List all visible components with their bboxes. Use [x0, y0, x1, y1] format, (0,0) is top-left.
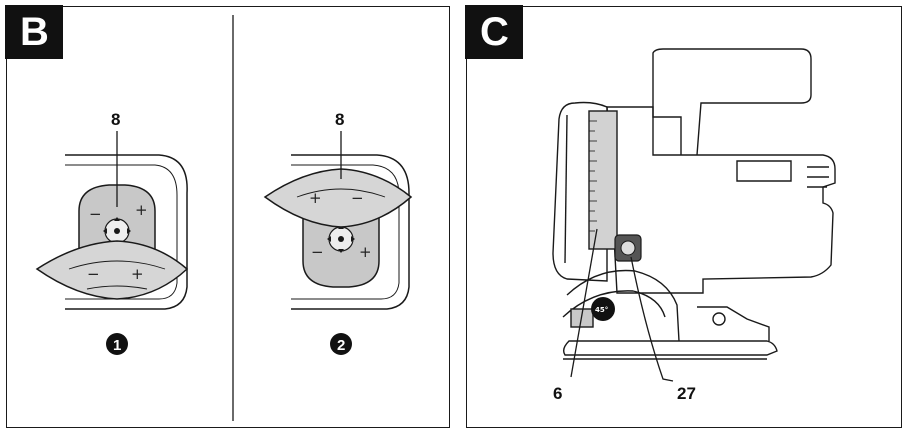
panel-b-illustration: − + − + 8 1 − +: [35, 15, 413, 421]
bevel-angle-text: 45°: [595, 306, 608, 314]
plus-mark-2: +: [359, 243, 372, 261]
step-1-label: 1: [113, 337, 121, 354]
leader-27: [630, 256, 674, 382]
minus-mark-2b: −: [351, 189, 364, 207]
step-2-badge: [330, 333, 352, 355]
lever-variant-1: − + − + 8 1: [35, 110, 189, 355]
panel-c: C: [465, 5, 902, 428]
housing-plate-2-inner: [291, 164, 400, 300]
lever-wing-2: [263, 168, 413, 228]
depth-scale: [588, 110, 618, 250]
handle-grip-front: [652, 69, 682, 155]
callout-27: 27: [677, 384, 696, 403]
blade-guard: [552, 101, 608, 282]
step-2-label: 2: [337, 337, 345, 354]
depth-lock-lever: [614, 234, 642, 262]
minus-mark-1: −: [89, 205, 102, 223]
bevel-angle-badge: 45°: [591, 297, 615, 321]
step-1-badge: [106, 333, 128, 355]
housing-plate-1-inner: [65, 164, 178, 300]
rear-foot: [697, 306, 770, 341]
callout-8-left: 8: [111, 110, 120, 129]
housing-plate-2: [291, 154, 410, 310]
lever-wing-1: [35, 240, 189, 300]
minus-mark-1b: −: [87, 265, 100, 283]
housing-vent: [736, 160, 792, 182]
motor-housing: [606, 106, 836, 294]
leader-6: [570, 228, 598, 378]
panel-b-tag: B: [5, 5, 64, 60]
lever-variant-2: − + + − 8 2: [263, 110, 413, 355]
plus-mark-2b: +: [309, 189, 322, 207]
panel-b: B − + − + 8: [5, 5, 450, 428]
saw-handle: [652, 48, 812, 156]
circular-saw-side-view: 45° 6 27: [552, 48, 836, 403]
callout-8-right: 8: [335, 110, 344, 129]
plus-mark-1b: +: [131, 265, 144, 283]
panel-c-tag: C: [465, 5, 524, 60]
callout-6: 6: [553, 384, 562, 403]
housing-plate-1: [65, 154, 188, 310]
plus-mark-1: +: [135, 201, 148, 219]
base-plate: [562, 340, 778, 356]
depth-scale-ticks: [589, 120, 597, 232]
minus-mark-2: −: [311, 243, 324, 261]
lower-guard-arc: [566, 269, 680, 342]
